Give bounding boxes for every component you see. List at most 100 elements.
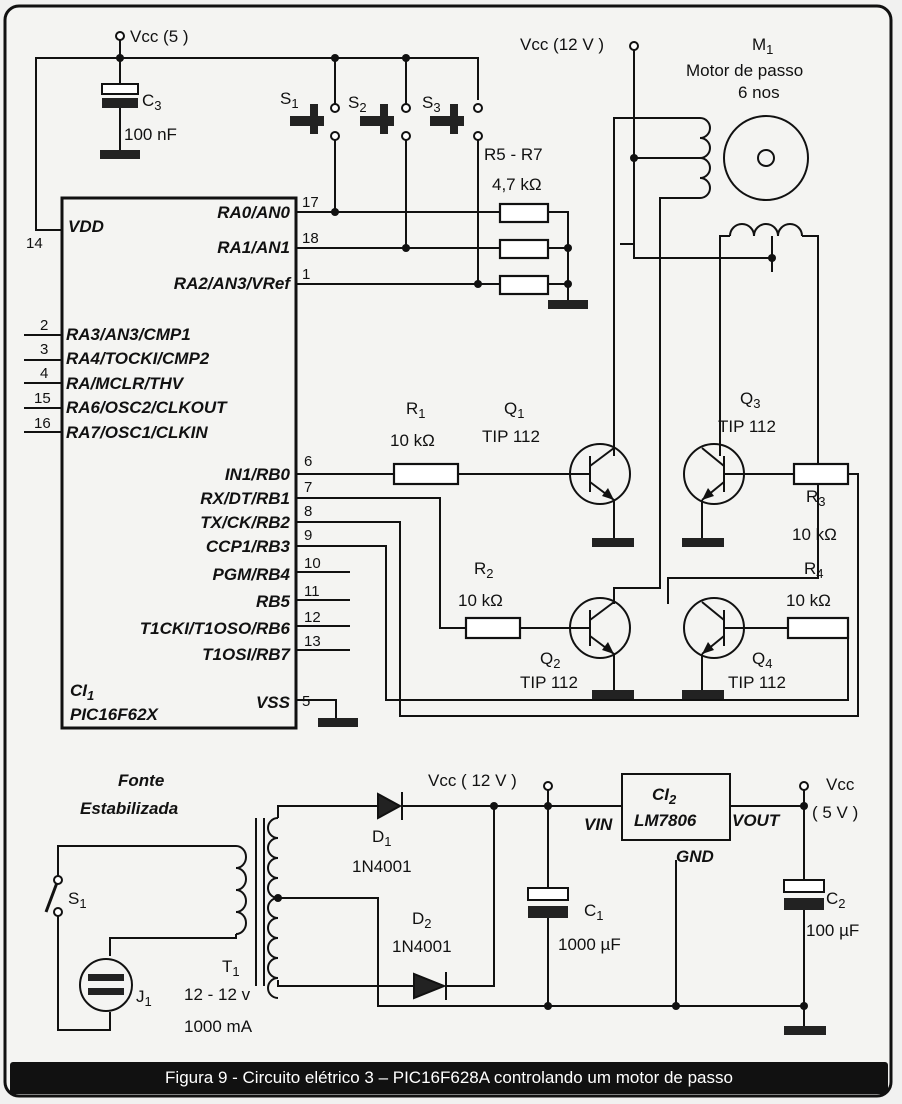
r5-r7-value: 4,7 kΩ (492, 175, 542, 194)
lamp-j1 (88, 974, 124, 995)
q1-label: Q1 (504, 399, 524, 421)
pin-num: 1 (302, 266, 310, 283)
ic1-name: CI1 (70, 681, 94, 703)
pin-num: 9 (304, 527, 312, 544)
pin-num: 4 (40, 365, 48, 382)
transistor-arrows (602, 488, 714, 654)
c3-value: 100 nF (124, 125, 177, 144)
pin-label-ra0: RA0/AN0 (217, 203, 290, 222)
pin-num: 16 (34, 415, 51, 432)
junction-dots (116, 54, 808, 1010)
pin-label-vss: VSS (256, 693, 291, 712)
vcc12-label: Vcc (12 V ) (520, 35, 604, 54)
ic1-left-pin-numbers: 14 2 3 4 15 16 (26, 235, 51, 432)
ic1-left-labels: VDD RA3/AN3/CMP1 RA4/TOCKI/CMP2 RA/MCLR/… (66, 217, 228, 442)
pin-num: 18 (302, 230, 319, 247)
pin-label-ra3: RA3/AN3/CMP1 (66, 325, 191, 344)
pin-label-rb0: IN1/RB0 (225, 465, 291, 484)
supply-title-1: Fonte (118, 771, 164, 790)
pin-label-ra1: RA1/AN1 (217, 238, 290, 257)
c1-value: 1000 µF (558, 935, 621, 954)
d2-part: 1N4001 (392, 937, 452, 956)
d1-label: D1 (372, 827, 392, 849)
r2-value: 10 kΩ (458, 591, 503, 610)
switch-actuators (290, 104, 464, 134)
ic1-right-labels: RA0/AN0 RA1/AN1 RA2/AN3/VRef IN1/RB0 RX/… (140, 203, 293, 712)
ci2-gnd: GND (676, 847, 714, 866)
pin-label-ra2: RA2/AN3/VRef (174, 274, 293, 293)
diodes (377, 792, 447, 1000)
q1-part: TIP 112 (482, 427, 540, 446)
pin-label-vdd: VDD (68, 217, 104, 236)
pin-label-rb4: PGM/RB4 (213, 565, 291, 584)
figure-caption: Figura 9 - Circuito elétrico 3 – PIC16F6… (10, 1062, 888, 1094)
pin-label-rb7: T1OSI/RB7 (202, 645, 291, 664)
r2-label: R2 (474, 559, 494, 581)
c2-label: C2 (826, 889, 846, 911)
r1-label: R1 (406, 399, 426, 421)
pin-label-rb3: CCP1/RB3 (206, 537, 291, 556)
pin-num: 12 (304, 609, 321, 626)
supply-switch (44, 875, 63, 917)
pin-num: 10 (304, 555, 321, 572)
r3-value: 10 kΩ (792, 525, 837, 544)
j1-label: J1 (136, 987, 152, 1009)
pin-label-rb6: T1CKI/T1OSO/RB6 (140, 619, 291, 638)
switch-terminals (330, 103, 483, 141)
supply-s1-label: S1 (68, 889, 87, 911)
pin-label-rb2: TX/CK/RB2 (200, 513, 290, 532)
c2-value: 100 µF (806, 921, 859, 940)
m1-label: M1 (752, 35, 773, 57)
q3-label: Q3 (740, 389, 760, 411)
ci2-vin: VIN (584, 815, 613, 834)
ground-symbols (100, 150, 826, 1035)
ci2-vout: VOUT (732, 811, 781, 830)
pin-label-rb1: RX/DT/RB1 (200, 489, 290, 508)
motor-m1 (723, 115, 809, 201)
q2-part: TIP 112 (520, 673, 578, 692)
pin-num: 11 (304, 583, 320, 600)
s2-label: S2 (348, 93, 367, 115)
pin-label-ra6: RA6/OSC2/CLKOUT (66, 398, 228, 417)
pin-num: 8 (304, 503, 312, 520)
pin-num: 7 (304, 479, 312, 496)
pin-label-mclr: RA/MCLR/THV (66, 374, 185, 393)
pin-num: 6 (304, 453, 312, 470)
s1-label: S1 (280, 89, 299, 111)
pin-num: 5 (302, 693, 310, 710)
supply-vcc12: Vcc ( 12 V ) (428, 771, 517, 790)
pin-num: 17 (302, 194, 319, 211)
ci2-label: CI2 (652, 785, 677, 807)
pin-num: 13 (304, 633, 321, 650)
pin-label-rb5: RB5 (256, 592, 291, 611)
q3-part: TIP 112 (718, 417, 776, 436)
capacitors (101, 83, 825, 918)
t1-rating-1: 12 - 12 v (184, 985, 251, 1004)
pin-num: 3 (40, 341, 48, 358)
d2-label: D2 (412, 909, 432, 931)
ic1-right-pin-numbers: 17 18 1 6 7 8 9 10 11 12 13 5 (302, 194, 321, 710)
ic1-part: PIC16F62X (70, 705, 160, 724)
d1-part: 1N4001 (352, 857, 412, 876)
pin-num: 2 (40, 317, 48, 334)
r1-value: 10 kΩ (390, 431, 435, 450)
r3-label: R3 (806, 487, 826, 509)
vcc5-label: Vcc (5 ) (130, 27, 189, 46)
q4-part: TIP 112 (728, 673, 786, 692)
ci2-part: LM7806 (634, 811, 697, 830)
c3-label: C3 (142, 91, 162, 113)
ic1-body (60, 196, 298, 730)
pin-num: 14 (26, 235, 43, 252)
s3-label: S3 (422, 93, 441, 115)
r5-r7-label: R5 - R7 (484, 145, 543, 164)
t1-rating-2: 1000 mA (184, 1017, 253, 1036)
figure-border (3, 4, 893, 1098)
q2-label: Q2 (540, 649, 560, 671)
supply-vcc5: ( 5 V ) (812, 803, 858, 822)
c1-label: C1 (584, 901, 604, 923)
r4-label: R4 (804, 559, 824, 581)
supply-vcc: Vcc (826, 775, 855, 794)
pin-num: 15 (34, 390, 51, 407)
supply-title-2: Estabilizada (80, 799, 178, 818)
